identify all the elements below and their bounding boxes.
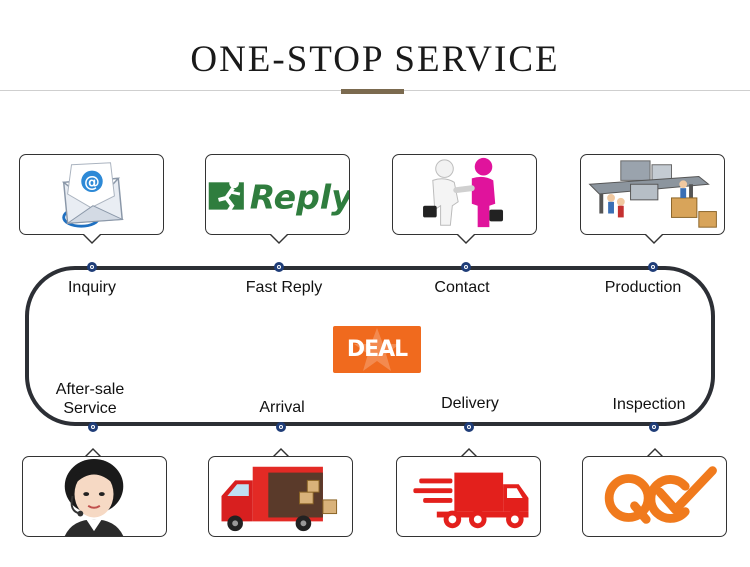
step-label-production: Production xyxy=(604,279,682,296)
pointer-arrival xyxy=(272,448,290,458)
step-label-fast-reply: Fast Reply xyxy=(245,279,323,296)
star-icon xyxy=(354,328,400,371)
step-box-inspection xyxy=(582,456,727,537)
factory-conveyor-icon xyxy=(588,160,717,228)
step-box-fast-reply: Reply xyxy=(205,154,350,235)
step-box-inquiry: @ xyxy=(19,154,164,235)
pointer-production xyxy=(645,234,663,244)
step-label-after-sale-line1: After-sale xyxy=(55,381,125,398)
customer-service-agent-icon xyxy=(64,458,124,536)
node-arrival xyxy=(276,422,286,432)
svg-text:@: @ xyxy=(84,173,100,191)
email-envelope-icon: @ xyxy=(61,162,125,228)
pointer-inquiry xyxy=(83,234,101,244)
step-box-contact xyxy=(392,154,537,235)
pointer-after-sale xyxy=(84,448,102,458)
qc-check-icon xyxy=(604,466,717,524)
handshake-icon xyxy=(423,157,504,228)
node-delivery xyxy=(464,422,474,432)
step-label-after-sale: After-sale Service xyxy=(56,380,124,418)
pointer-contact xyxy=(457,234,475,244)
pointer-fast-reply xyxy=(270,234,288,244)
title-divider-accent xyxy=(341,89,404,94)
fast-truck-icon xyxy=(413,472,529,529)
process-loop xyxy=(25,266,715,426)
step-box-delivery xyxy=(396,456,541,537)
pointer-inspection xyxy=(646,448,664,458)
deal-badge: DEAL xyxy=(333,326,421,373)
step-label-inquiry: Inquiry xyxy=(67,279,117,296)
pointer-delivery xyxy=(460,448,478,458)
node-inspection xyxy=(649,422,659,432)
step-box-after-sale xyxy=(22,456,167,537)
node-fast-reply xyxy=(274,262,284,272)
page-title: ONE-STOP SERVICE xyxy=(190,39,560,80)
step-label-delivery: Delivery xyxy=(441,395,499,412)
deal-badge-text: DEAL xyxy=(346,337,408,362)
step-label-after-sale-line2: Service xyxy=(63,400,117,417)
node-production xyxy=(648,262,658,272)
step-label-inspection: Inspection xyxy=(612,396,686,413)
node-contact xyxy=(461,262,471,272)
step-box-production xyxy=(580,154,725,235)
delivery-truck-icon xyxy=(221,466,338,532)
step-box-arrival xyxy=(208,456,353,537)
reply-logo-text: Reply xyxy=(250,178,349,217)
node-inquiry xyxy=(87,262,97,272)
step-label-contact: Contact xyxy=(434,279,490,296)
reply-runner-icon: Reply xyxy=(208,178,349,217)
step-label-arrival: Arrival xyxy=(259,399,305,416)
node-after-sale xyxy=(88,422,98,432)
